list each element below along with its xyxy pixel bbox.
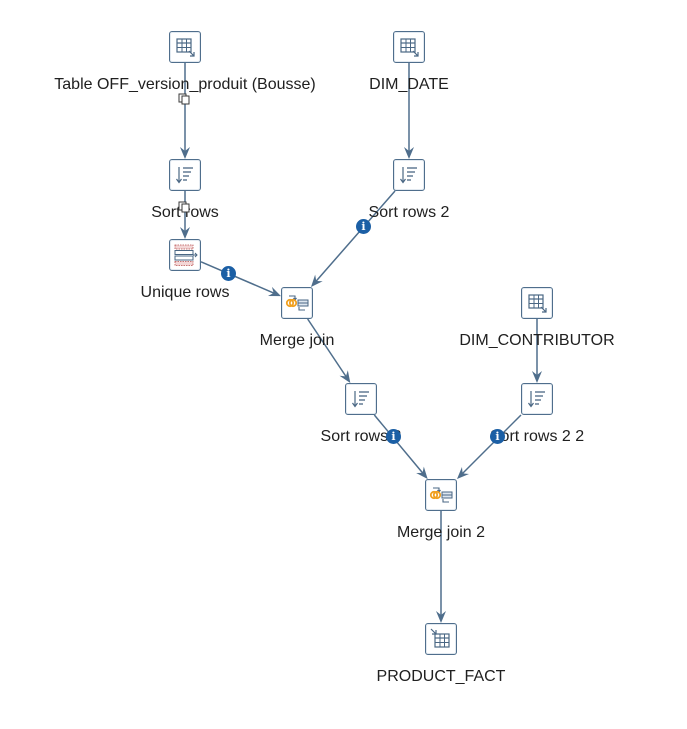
sort-rows-icon xyxy=(400,167,417,184)
info-icon: i xyxy=(356,219,371,234)
hop-arrowhead xyxy=(180,227,190,239)
unique-rows-icon xyxy=(174,244,198,266)
hop-arrowhead xyxy=(457,466,470,479)
hop-line[interactable] xyxy=(373,414,425,475)
step-table-input[interactable] xyxy=(169,31,201,63)
table-input-icon xyxy=(400,38,419,57)
hop-line[interactable] xyxy=(460,414,522,476)
hop-line[interactable] xyxy=(200,261,276,295)
merge-join-icon xyxy=(429,487,453,503)
step-label-table-input[interactable]: Table OFF_version_produit (Bousse) xyxy=(54,76,316,93)
sort-rows-icon xyxy=(352,391,369,408)
hop-arrowhead xyxy=(436,611,446,623)
table-input-icon xyxy=(176,38,195,57)
sort-rows-icon xyxy=(176,167,193,184)
table-output-icon xyxy=(430,628,450,648)
step-sort-rows-2[interactable] xyxy=(393,159,425,191)
step-sort-rows-3[interactable] xyxy=(345,383,377,415)
step-merge-join-2[interactable] xyxy=(425,479,457,511)
hop-arrowhead xyxy=(268,286,281,297)
hop-arrowhead xyxy=(532,371,542,383)
step-label-product-fact[interactable]: PRODUCT_FACT xyxy=(376,668,506,685)
table-input-icon xyxy=(528,294,547,313)
copy-icon xyxy=(178,201,190,213)
hop-line[interactable] xyxy=(314,190,396,283)
hop-line[interactable] xyxy=(307,318,348,379)
merge-join-icon xyxy=(285,295,309,311)
step-dim-date[interactable] xyxy=(393,31,425,63)
step-merge-join[interactable] xyxy=(281,287,313,319)
step-product-fact[interactable] xyxy=(425,623,457,655)
copy-icon xyxy=(178,93,190,105)
step-dim-contributor[interactable] xyxy=(521,287,553,319)
step-label-merge-join[interactable]: Merge join xyxy=(259,332,335,349)
step-sort-rows-2-2[interactable] xyxy=(521,383,553,415)
step-unique-rows[interactable] xyxy=(169,239,201,271)
hop-arrowhead xyxy=(180,147,190,159)
info-icon: i xyxy=(386,429,401,444)
step-sort-rows[interactable] xyxy=(169,159,201,191)
step-label-dim-date[interactable]: DIM_DATE xyxy=(369,76,449,93)
hop-arrowhead xyxy=(416,466,428,479)
step-label-dim-contributor[interactable]: DIM_CONTRIBUTOR xyxy=(459,332,615,349)
step-label-sort-rows-2-2[interactable]: Sort rows 2 2 xyxy=(489,428,585,445)
step-label-sort-rows-2[interactable]: Sort rows 2 xyxy=(368,204,450,221)
hop-arrowhead xyxy=(339,370,351,383)
step-label-unique-rows[interactable]: Unique rows xyxy=(140,284,230,301)
sort-rows-icon xyxy=(528,391,545,408)
step-label-merge-join-2[interactable]: Merge join 2 xyxy=(396,524,486,541)
hop-arrowhead xyxy=(311,274,323,287)
info-icon: i xyxy=(490,429,505,444)
step-label-sort-rows-3[interactable]: Sort rows 3 xyxy=(320,428,402,445)
hop-arrowhead xyxy=(404,147,414,159)
info-icon: i xyxy=(221,266,236,281)
